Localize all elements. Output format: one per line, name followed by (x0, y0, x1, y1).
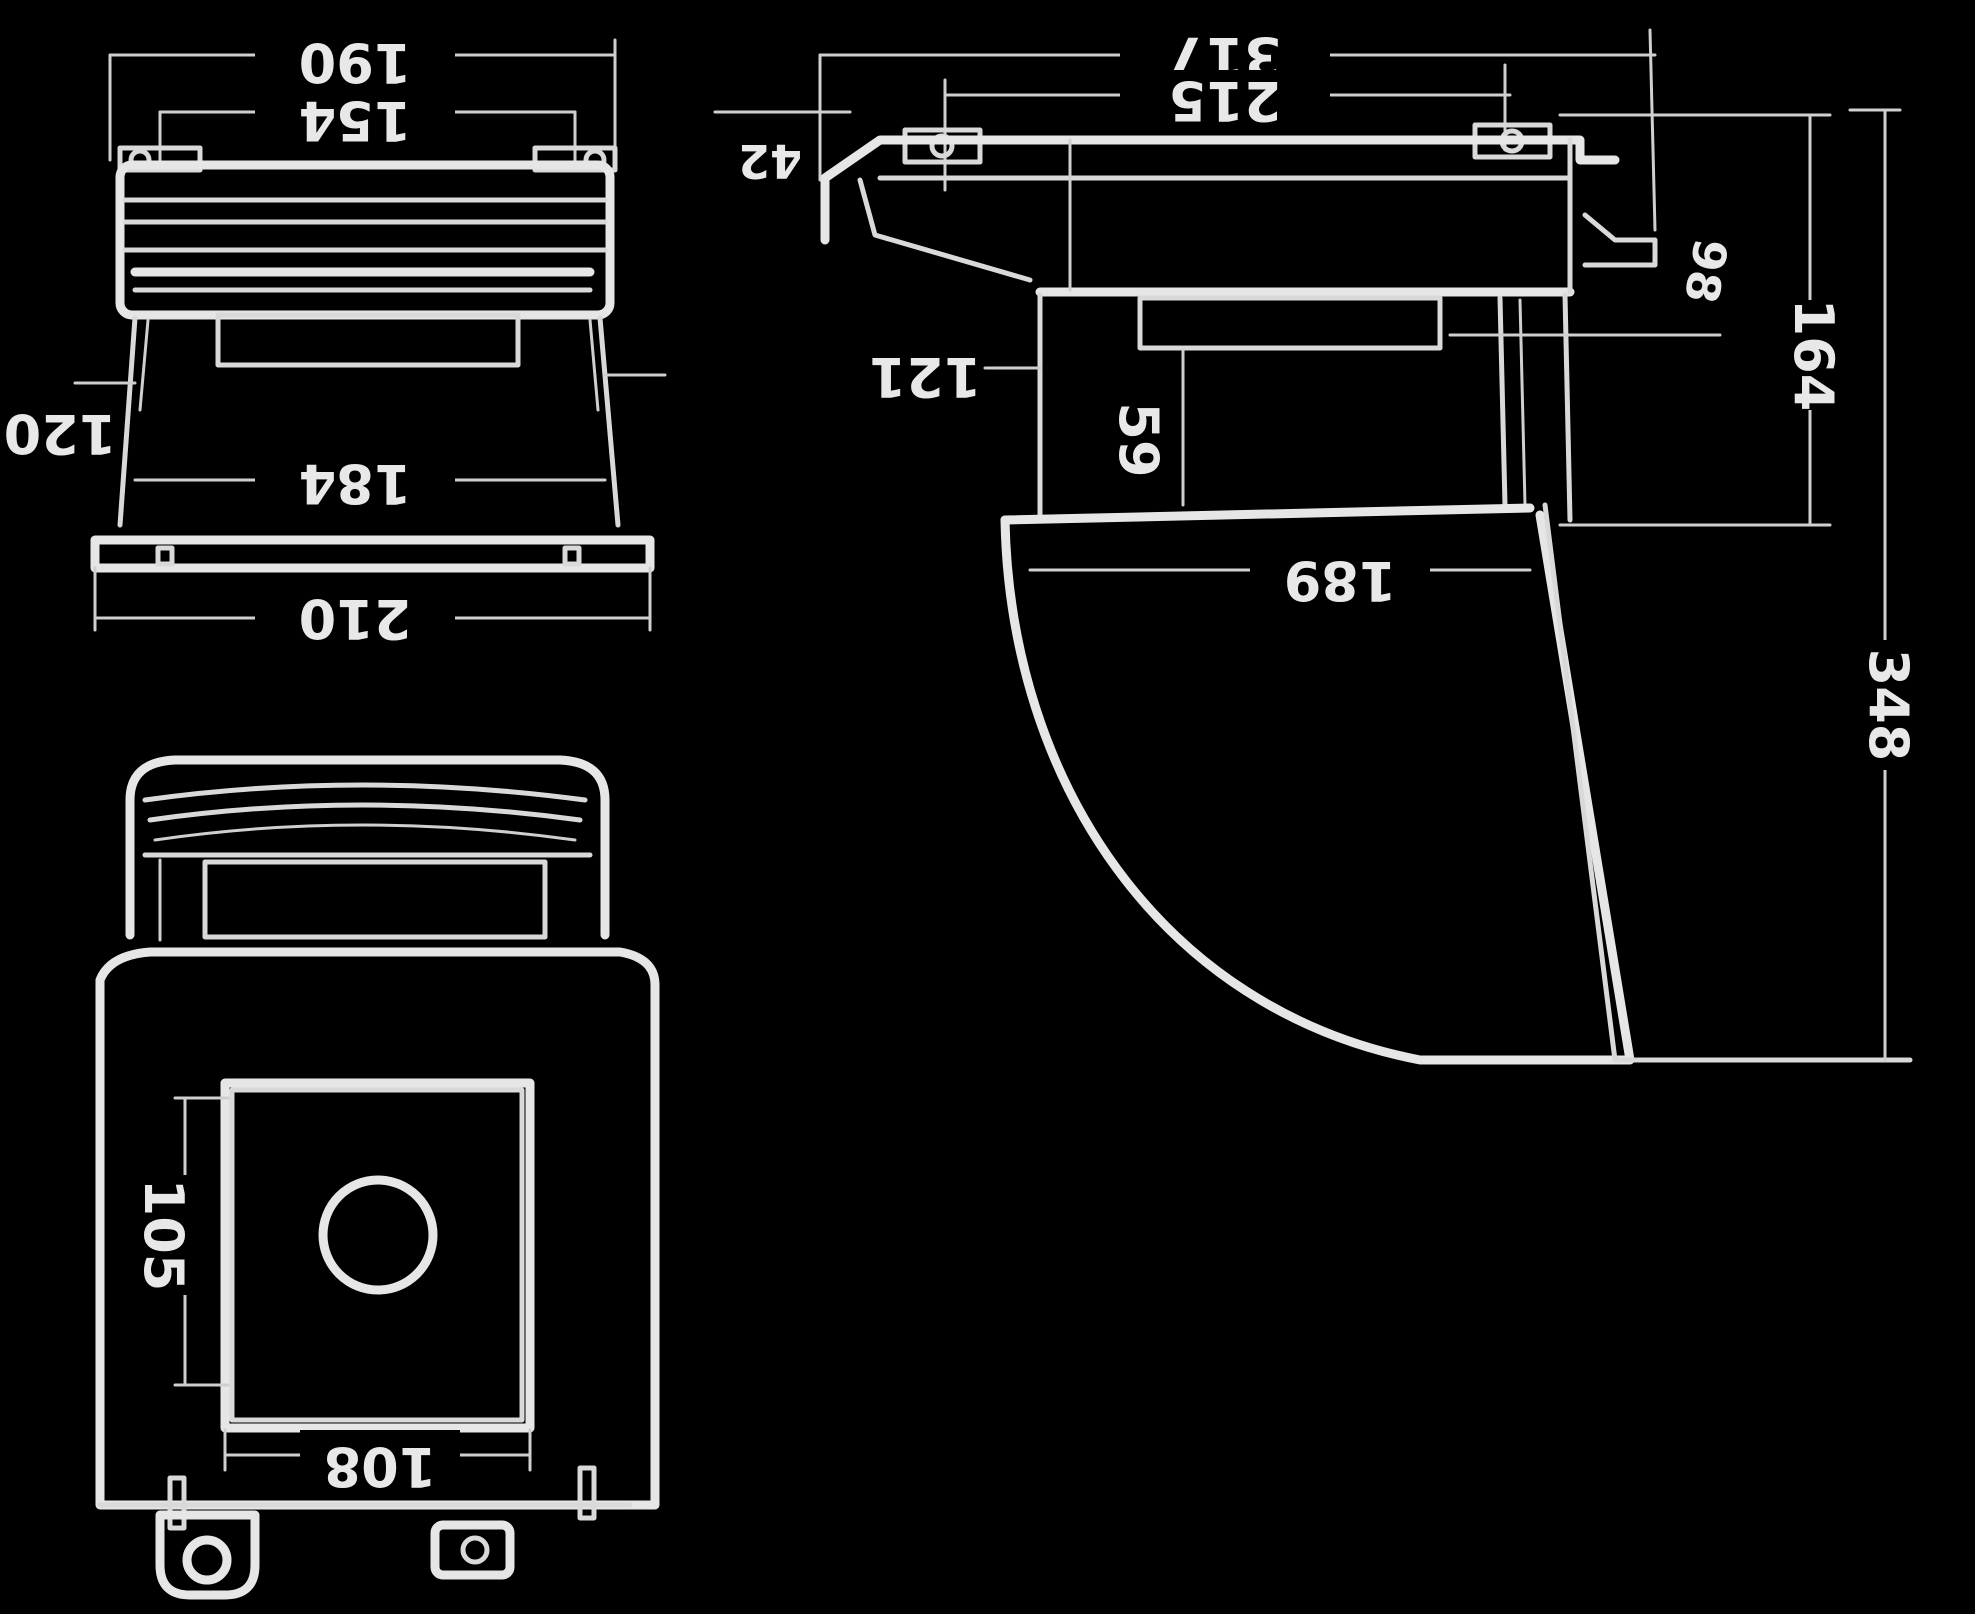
plan-top-cap (125, 755, 610, 940)
side-neck-rear (1497, 295, 1508, 508)
side-mount-dim-gap (1120, 70, 1330, 126)
side-body-dim-gap (1780, 300, 1840, 410)
plan-cap-arc-1 (142, 782, 588, 803)
front-top-dim-gap (255, 30, 455, 90)
front-base-plate (90, 535, 655, 573)
side-fin-top (1000, 503, 1535, 525)
side-view: 317 215 42 121 59 (713, 25, 1920, 1065)
front-side-offset-label: 120 (4, 402, 117, 465)
side-neck-height-label: 59 (1107, 402, 1170, 477)
side-housing-bow (857, 177, 1033, 283)
front-base-dim-gap (255, 592, 455, 648)
front-body-dim-gap (255, 455, 455, 511)
side-neck-rear-inner (1518, 298, 1527, 507)
plan-main-body (95, 947, 660, 1510)
plan-window-height-gap (150, 1175, 220, 1295)
plan-window-width-label: 108 (324, 1435, 437, 1498)
plan-view: 105 108 (95, 755, 660, 1600)
plan-window (220, 1078, 535, 1433)
front-left-lug (117, 145, 203, 173)
front-top-width-label: 190 (299, 31, 412, 94)
side-neck-offset-label: 121 (869, 345, 982, 408)
side-fin-chord-label: 189 (1284, 549, 1397, 612)
plan-right-bracket-hole (460, 1535, 490, 1565)
plan-right-bracket (430, 1520, 515, 1580)
front-base-pin-left (155, 545, 175, 567)
front-body-inner-right (588, 318, 600, 412)
plan-pin-right (577, 1465, 597, 1521)
side-step-height-label: 98 (1674, 235, 1738, 307)
side-housing-top (820, 135, 1620, 245)
front-body-inner-left (138, 318, 150, 412)
front-base-pin-right (562, 545, 582, 567)
side-fin-rear-inner (1542, 502, 1618, 1063)
front-view: 190 154 120 184 (4, 30, 667, 650)
front-neck-block (215, 312, 521, 368)
side-total-height-label: 348 (1857, 649, 1920, 762)
side-flange-offset-label: 42 (738, 134, 802, 188)
plan-left-bracket (155, 1510, 260, 1600)
plan-pin-left (167, 1475, 187, 1531)
side-fin-outline (1000, 510, 1635, 1065)
plan-sensor-circle (318, 1175, 438, 1295)
front-body-right-side (597, 315, 621, 528)
side-top-dim-ext-right (1648, 28, 1657, 232)
front-base-width-label: 210 (299, 587, 412, 650)
plan-window-inner (229, 1087, 525, 1423)
front-body-width-label: 184 (299, 452, 412, 515)
front-mount-spacing-label: 154 (299, 89, 412, 152)
plan-cap-block (202, 859, 548, 940)
side-rear-bracket (1582, 212, 1658, 268)
front-right-lug (532, 145, 618, 173)
side-neck-rear-outer (1562, 292, 1573, 523)
plan-left-bracket-hole (182, 1535, 232, 1585)
side-total-dim-gap (1850, 640, 1920, 770)
plan-cap-arc-3 (153, 823, 577, 842)
side-mount-spacing-label: 215 (1169, 69, 1282, 132)
side-fin-chord-gap (1250, 545, 1430, 601)
front-body-left-side (117, 315, 138, 528)
plan-window-height-label: 105 (132, 1179, 195, 1292)
side-neck (1137, 295, 1443, 351)
plan-cap-arc-2 (147, 802, 583, 823)
side-body-height-label: 164 (1782, 299, 1845, 412)
side-front-lug (902, 127, 983, 165)
front-mount-dim-gap (255, 88, 455, 144)
plan-window-width-gap (300, 1430, 460, 1490)
